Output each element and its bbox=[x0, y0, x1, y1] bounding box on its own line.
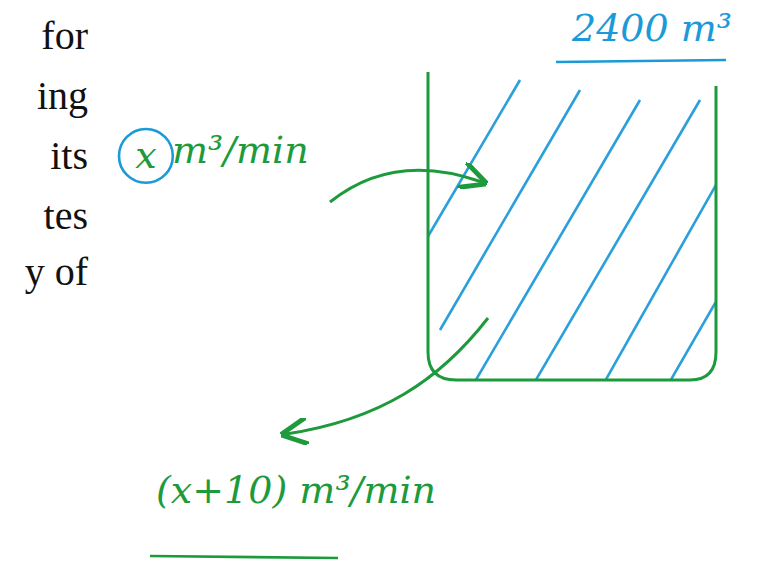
inflow-arrow bbox=[330, 170, 482, 202]
underline bbox=[150, 556, 338, 558]
circled-variable: x bbox=[117, 127, 175, 185]
variable: x bbox=[135, 135, 156, 177]
outflow-arrow bbox=[286, 318, 488, 434]
volume-label: 2400 m³ bbox=[572, 8, 732, 50]
tank-outline bbox=[428, 72, 716, 380]
cropped-text: y of bbox=[25, 250, 88, 294]
cropped-text: ing bbox=[37, 74, 88, 118]
cropped-text: its bbox=[50, 134, 88, 178]
cropped-text: tes bbox=[44, 194, 88, 238]
flow-rate: m³/min bbox=[172, 130, 309, 172]
underline bbox=[556, 60, 726, 62]
circle-outline bbox=[119, 129, 173, 183]
cropped-text: for bbox=[41, 14, 88, 58]
flow-rate: (x+10) m³/min bbox=[156, 470, 436, 512]
